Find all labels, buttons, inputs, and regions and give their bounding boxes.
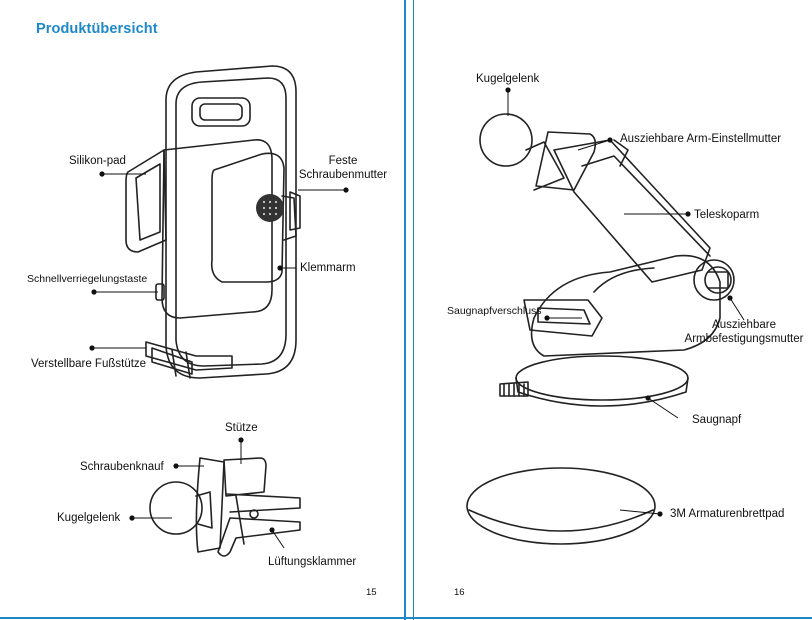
label-saugnapf: Saugnapf xyxy=(692,414,742,426)
page-border-left xyxy=(404,0,406,620)
suction-cup xyxy=(515,355,689,401)
screw-knob xyxy=(195,457,225,553)
phone-holder-illustration xyxy=(89,65,349,557)
mount-base xyxy=(530,254,721,357)
label-verstellbare-fussstuetze: Verstellbare Fußstütze xyxy=(31,358,147,370)
label-saugnapfverschluss: Saugnapfverschluss xyxy=(447,305,542,317)
label-schnellverriegelungstaste: Schnellverriegelungstaste xyxy=(27,273,148,285)
label-armbefestigungsmutter-line2: Armbefestigungsmutter xyxy=(684,333,804,345)
label-kugelgelenk-left: Kugelgelenk xyxy=(57,512,121,524)
page-bottom-border xyxy=(0,617,812,619)
label-feste-line2: Schraubenmutter xyxy=(298,169,388,181)
label-armbefestigungsmutter-line1: Ausziehbare xyxy=(712,319,776,331)
page-number-right: 16 xyxy=(454,587,465,598)
adjustable-foot xyxy=(145,341,233,371)
arm-adjust-nut xyxy=(535,131,597,191)
suction-mount-illustration xyxy=(466,87,745,545)
label-lueftungsklammer: Lüftungsklammer xyxy=(268,556,357,568)
right-clamp-arm xyxy=(210,152,285,283)
label-feste-line1: Feste xyxy=(328,155,358,167)
ball-joint-right xyxy=(479,113,533,167)
label-kugelgelenk-right: Kugelgelenk xyxy=(476,73,540,85)
ball-joint-left xyxy=(149,481,203,535)
page-title: Produktübersicht xyxy=(36,21,158,37)
holder-back-plate xyxy=(165,65,297,379)
label-schraubenknauf: Schraubenknauf xyxy=(80,461,164,473)
label-armaturenbrettpad: 3M Armaturenbrettpad xyxy=(670,508,785,520)
label-silikon-pad: Silikon-pad xyxy=(69,155,126,167)
left-page: Produktübersicht xyxy=(27,21,388,598)
right-page: Kugelgelenk Ausziehbare Arm-Einstellmutt… xyxy=(414,0,812,620)
knurled-ring xyxy=(499,381,529,397)
vent-clip xyxy=(217,493,301,557)
telescopic-arm xyxy=(553,139,711,283)
support-bracket xyxy=(223,457,267,497)
arm-mount-nut xyxy=(693,259,735,301)
label-teleskoparm: Teleskoparm xyxy=(694,209,760,221)
holder-top-slot xyxy=(191,97,251,127)
page-number-left: 15 xyxy=(366,587,377,598)
dashboard-pad xyxy=(466,467,656,545)
label-klemmarm: Klemmarm xyxy=(300,262,356,274)
suction-lock-lever xyxy=(523,299,603,337)
label-arm-einstellmutter: Ausziehbare Arm-Einstellmutter xyxy=(620,133,782,145)
label-stuetze: Stütze xyxy=(225,422,258,434)
